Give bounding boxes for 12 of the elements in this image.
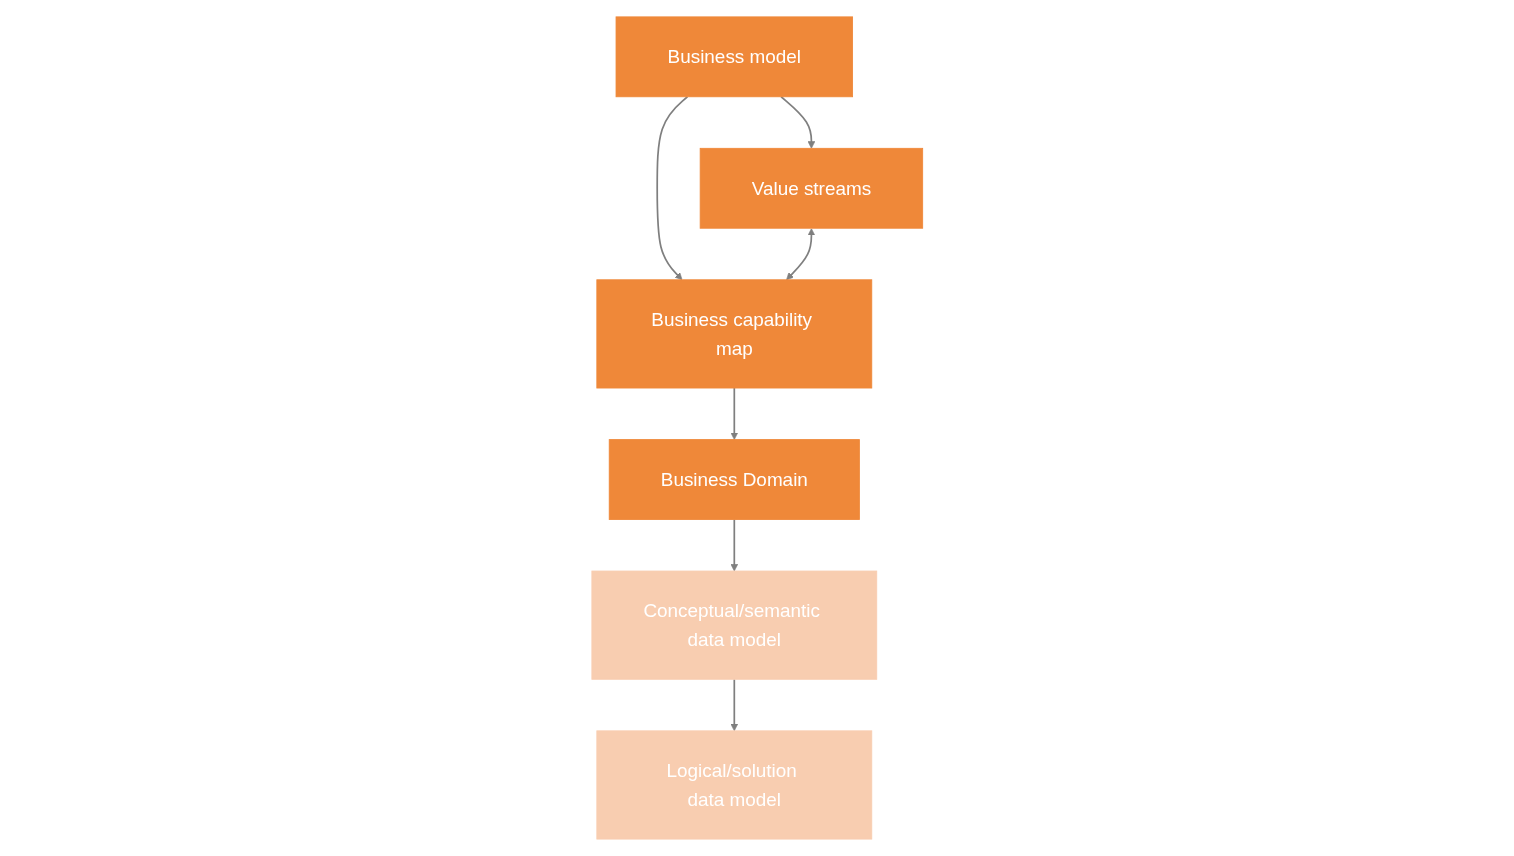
arrow	[730, 678, 738, 732]
node-box: Business Domain	[608, 439, 860, 520]
node-box: Logical/solution data model	[596, 730, 872, 840]
arrow	[730, 387, 738, 440]
node-box: Business capability map	[596, 279, 872, 389]
arrow	[730, 518, 738, 572]
node-box: Value streams	[699, 147, 923, 229]
node-box: Business model	[615, 16, 853, 98]
arrow	[780, 95, 815, 149]
node-box: Conceptual/semantic data model	[591, 570, 877, 680]
arrow	[656, 95, 688, 281]
arrow	[785, 228, 815, 281]
